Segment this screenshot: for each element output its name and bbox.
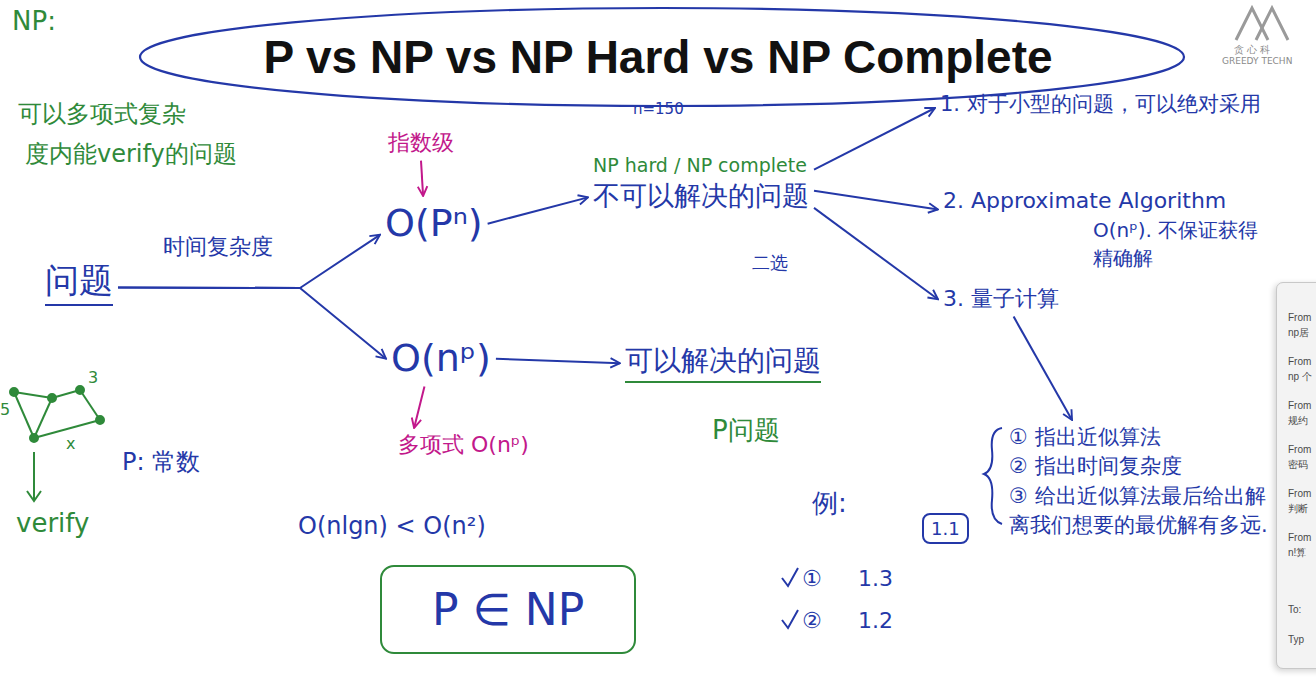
exponential-note: 指数级	[383, 126, 459, 161]
chat-text: 判断	[1288, 503, 1308, 515]
node-text: ② 指出时间复杂度	[1009, 452, 1271, 481]
leader-arrowhead	[27, 491, 41, 501]
steps-list: ① 指出近似算法② 指出时间复杂度③ 给出近似算法最后给出解离我们想要的最优解有…	[1004, 420, 1276, 544]
node-text: NP hard / NP complete	[593, 153, 809, 178]
check-mark	[782, 568, 798, 586]
note-text: verify	[16, 508, 89, 539]
note-text: 可以多项式复杂	[18, 100, 186, 129]
graph-weight: 5	[0, 400, 10, 419]
note-text: n=150	[633, 100, 684, 118]
check-mark	[782, 610, 798, 628]
chat-text: From	[1288, 488, 1311, 500]
node-text: 1. 对于小型的问题，可以绝对采用	[940, 91, 1261, 118]
logo-text: 贪 心 科	[1234, 44, 1270, 56]
chat-text: From	[1288, 444, 1311, 456]
chat-text: n!算	[1288, 547, 1306, 559]
arrow-connector	[814, 191, 938, 210]
logo-text: GREEDY TECHN	[1222, 56, 1292, 67]
node-text: 1.1	[931, 517, 960, 540]
graph-edge	[34, 398, 52, 438]
option-node: 2. Approximate AlgorithmO(nᵖ). 不保证获得精确解	[938, 184, 1268, 275]
problem-node: 问题	[40, 255, 118, 309]
chat-text: np居	[1288, 327, 1309, 339]
graph-vertex	[96, 416, 104, 424]
edge-label: 时间复杂度	[160, 234, 276, 260]
node-text: 指数级	[388, 129, 454, 158]
node-text: ③ 给出近似算法最后给出解离我们想要的最优解有多远.	[1009, 482, 1271, 541]
graph-illustration	[10, 386, 104, 501]
arrow-connector	[814, 208, 938, 299]
note-text: 例:	[812, 488, 847, 519]
polynomial-note: 多项式 O(nᵖ)	[393, 428, 534, 463]
graph-edge	[14, 392, 52, 398]
arrow-connector	[1014, 317, 1072, 420]
chat-text: From	[1288, 400, 1311, 412]
node-text: P ∈ NP	[432, 581, 584, 638]
chat-text: To:	[1288, 604, 1301, 616]
solvable-problem-node: 可以解决的问题	[620, 340, 826, 386]
graph-vertex	[10, 388, 18, 396]
chat-text: 规约	[1288, 415, 1308, 427]
chat-text: From	[1288, 312, 1311, 324]
node-text: 问题	[45, 258, 113, 306]
arrow-connector	[414, 386, 424, 428]
logo-stroke	[1256, 8, 1288, 40]
graph-edge	[14, 392, 34, 438]
arrow-connector	[118, 235, 380, 288]
option-node: 1. 对于小型的问题，可以绝对采用	[935, 88, 1266, 121]
node-text: 不可以解决的问题	[593, 178, 809, 213]
hard-problem-node: NP hard / NP complete不可以解决的问题	[588, 150, 814, 216]
note-text: NP:	[12, 6, 56, 37]
example-value: 1.3	[858, 566, 893, 592]
node-text: ① 指出近似算法	[1009, 423, 1271, 452]
leader-arrow	[33, 452, 35, 500]
graph-weight: 3	[88, 368, 98, 387]
graph-vertex	[76, 386, 84, 394]
node-text: 2. Approximate Algorithm	[943, 187, 1263, 216]
graph-vertex	[48, 394, 56, 402]
arrow-connector	[421, 161, 423, 196]
arrow-connector	[496, 359, 620, 364]
chat-text: From	[1288, 356, 1311, 368]
chat-text: Typ	[1288, 634, 1304, 646]
node-text: O(nᵖ)	[391, 334, 491, 383]
list-bracket	[984, 428, 1002, 524]
graph-weight: x	[66, 434, 75, 453]
note-text: P: 常数	[122, 448, 200, 477]
formula-text: O(nlgn) < O(n²)	[298, 512, 486, 541]
example-box: 1.1	[922, 513, 969, 544]
note-text: 度内能verify的问题	[25, 140, 237, 169]
option-node: 3. 量子计算	[938, 282, 1064, 317]
node-text: 可以解决的问题	[625, 343, 821, 383]
arrow-connector	[488, 197, 588, 223]
complexity-node: O(Pⁿ)	[380, 196, 488, 251]
class-label: P问题	[712, 415, 780, 446]
node-text: O(Pⁿ)	[385, 199, 483, 248]
node-text: O(nᵖ). 不保证获得精确解	[1093, 216, 1263, 272]
chat-text: np 个	[1288, 371, 1312, 383]
example-value: 1.2	[858, 608, 893, 634]
graph-edge	[80, 390, 100, 420]
callout-number: ②	[802, 608, 822, 634]
title-text: P vs NP vs NP Hard vs NP Complete	[0, 32, 1316, 83]
node-text: 3. 量子计算	[943, 285, 1059, 314]
arrow-connector	[118, 288, 386, 359]
node-text: 多项式 O(nᵖ)	[398, 431, 529, 460]
logo-icon	[1236, 8, 1288, 40]
chat-text: 密码	[1288, 459, 1308, 471]
callout-number: ①	[802, 566, 822, 592]
graph-vertex	[30, 434, 38, 442]
chat-text: From	[1288, 532, 1311, 544]
formula-box: P ∈ NP	[380, 565, 636, 654]
arrow-connector	[814, 108, 935, 170]
note-text: 二选	[752, 252, 788, 274]
complexity-node: O(nᵖ)	[386, 331, 496, 386]
